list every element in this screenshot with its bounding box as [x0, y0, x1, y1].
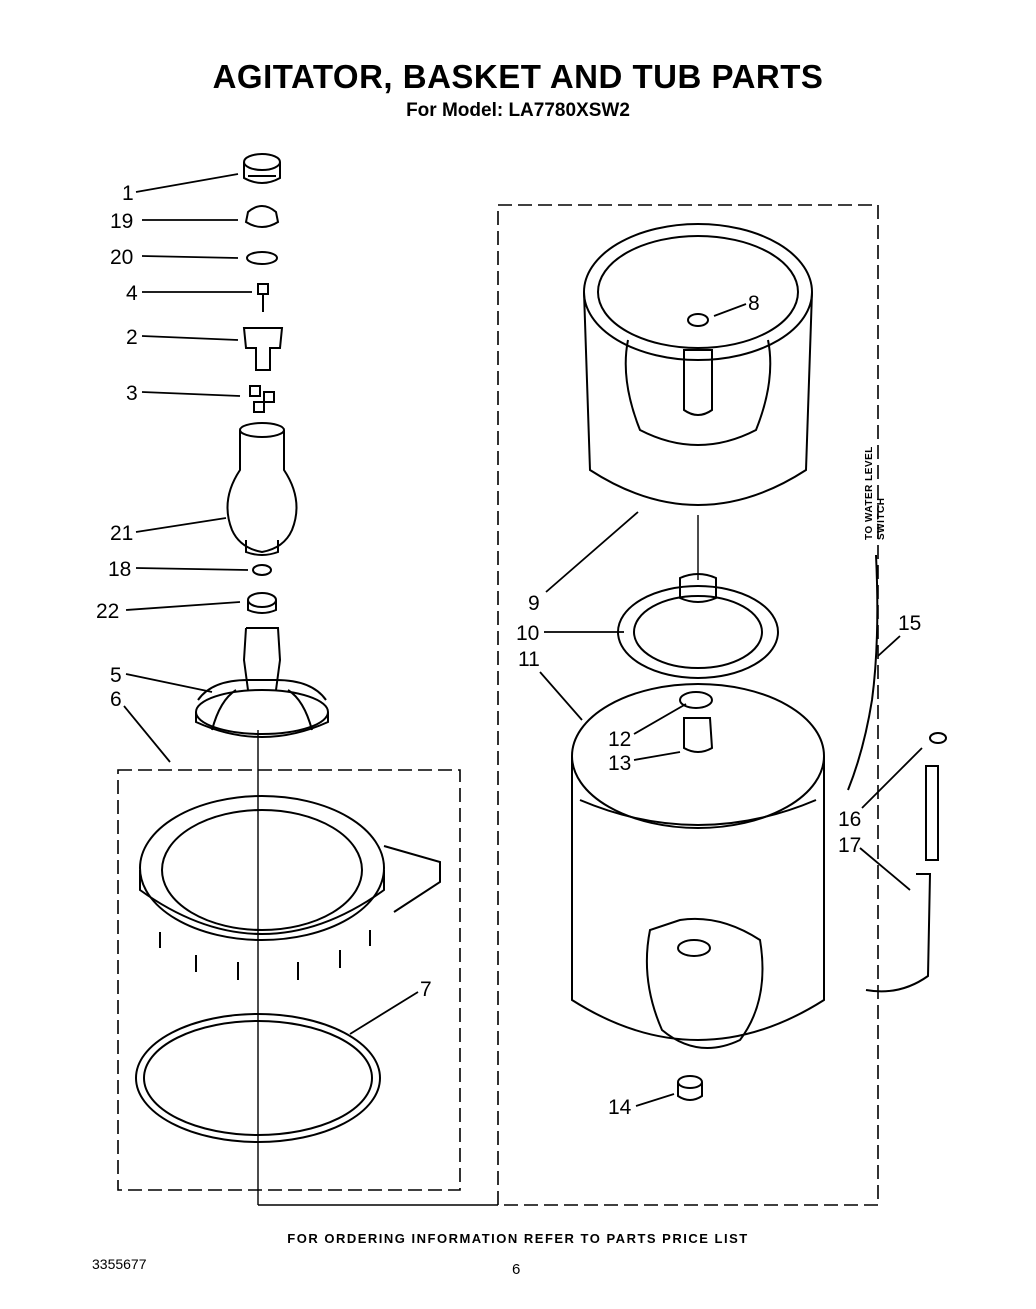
callout-22: 22 — [96, 600, 119, 623]
callout-21: 21 — [110, 522, 133, 545]
leader-16 — [862, 748, 922, 808]
group-box-drive-ring — [118, 770, 460, 1190]
callout-4: 4 — [126, 282, 138, 305]
leader-17 — [860, 848, 910, 890]
document-number: 3355677 — [92, 1256, 147, 1272]
leader-21 — [136, 518, 226, 532]
water-level-switch-line1: TO WATER LEVEL — [864, 446, 875, 540]
callout-9: 9 — [528, 592, 540, 615]
leader-6 — [124, 706, 170, 762]
callout-10: 10 — [516, 622, 539, 645]
group-box-basket-tub — [498, 205, 878, 1205]
part-14-plug — [678, 1076, 702, 1100]
model-subtitle: For Model: LA7780XSW2 — [406, 100, 630, 121]
part-19-cover — [246, 206, 278, 227]
part-9-basket — [584, 224, 812, 505]
leader-20 — [142, 256, 238, 258]
leader-12 — [634, 704, 686, 734]
callout-7: 7 — [420, 978, 432, 1001]
leader-8 — [714, 304, 746, 316]
part-22-coupling — [248, 593, 276, 613]
callout-18: 18 — [108, 558, 131, 581]
part-5-agitator-base — [196, 628, 328, 737]
leader-11 — [540, 672, 582, 720]
callout-6: 6 — [110, 688, 122, 711]
leader-18 — [136, 568, 248, 570]
callout-1: 1 — [122, 182, 134, 205]
part-cap — [244, 154, 280, 183]
callout-11: 11 — [518, 648, 540, 671]
part-7-ring — [136, 1014, 380, 1142]
leader-7 — [350, 992, 418, 1034]
callout-20: 20 — [110, 246, 133, 269]
leader-22 — [126, 602, 240, 610]
part-3-dogs — [250, 386, 274, 412]
water-level-switch-line2: SWITCH — [876, 497, 887, 540]
callout-3: 3 — [126, 382, 138, 405]
callout-8: 8 — [748, 292, 760, 315]
leader-5 — [126, 674, 212, 692]
part-6-tub-ring — [140, 796, 440, 980]
leader-14 — [636, 1094, 674, 1106]
callout-2: 2 — [126, 326, 138, 349]
part-17-hose — [866, 766, 938, 991]
callout-16: 16 — [838, 808, 861, 831]
part-11-tub — [572, 684, 824, 1048]
leader-13 — [634, 752, 680, 760]
leader-2 — [142, 336, 238, 340]
leader-15 — [878, 636, 900, 656]
leader-9 — [546, 512, 638, 592]
water-level-switch-label: TO WATER LEVEL SWITCH — [864, 446, 888, 540]
part-2-cam — [244, 328, 282, 370]
callout-13: 13 — [608, 752, 631, 775]
part-15-hose — [848, 555, 877, 790]
callout-17: 17 — [838, 834, 861, 857]
page-title: AGITATOR, BASKET AND TUB PARTS — [212, 58, 824, 95]
part-12-13-seal — [680, 692, 712, 752]
callout-5: 5 — [110, 664, 122, 687]
ordering-note: FOR ORDERING INFORMATION REFER TO PARTS … — [287, 1231, 749, 1246]
callout-15: 15 — [898, 612, 921, 635]
callout-14: 14 — [608, 1096, 632, 1119]
part-20-ring — [247, 252, 277, 264]
leader-3 — [142, 392, 240, 396]
callout-12: 12 — [608, 728, 631, 751]
leader-1 — [136, 174, 238, 192]
part-10-clutch — [618, 574, 778, 678]
callout-19: 19 — [110, 210, 133, 233]
part-18-washer — [253, 565, 271, 575]
page-number: 6 — [512, 1261, 521, 1278]
part-16-clamp — [930, 733, 946, 743]
part-21-agitator-barrel — [228, 423, 297, 555]
part-4-bolt — [258, 284, 268, 312]
